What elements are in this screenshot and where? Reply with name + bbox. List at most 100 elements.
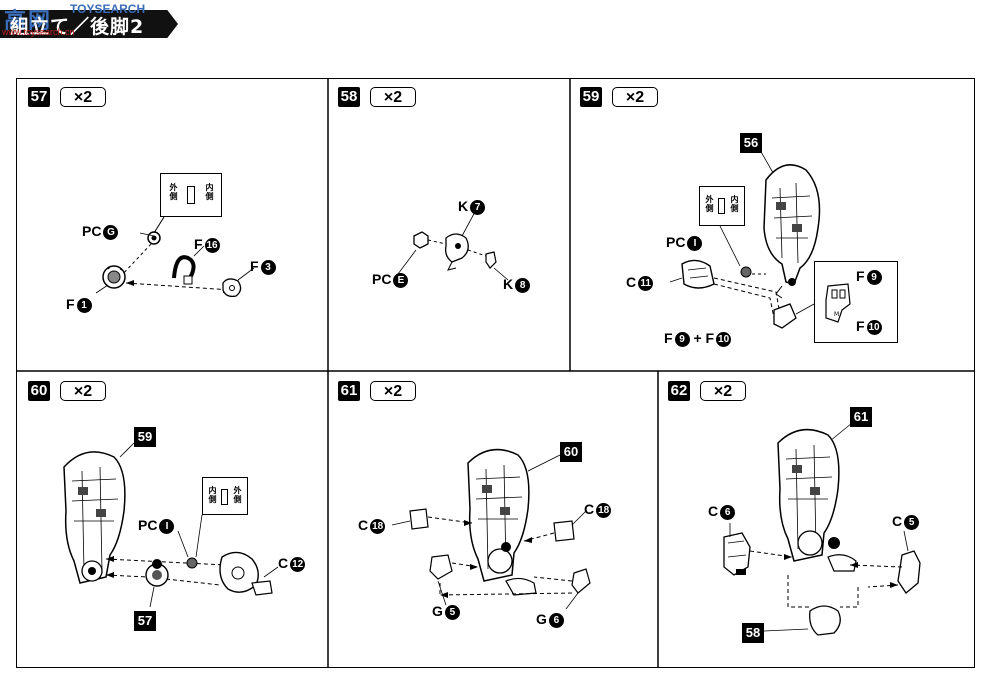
- quantity-badge: ×2: [370, 381, 416, 401]
- assembly-ref-61: 61: [850, 407, 872, 427]
- page-header: 高网 組立て／後脚2 TOYSEARCH www.toysearch.cn: [0, 0, 990, 46]
- part-prefix: C: [584, 501, 595, 517]
- step-60-illustration: [63, 442, 279, 608]
- part-number: 12: [290, 556, 306, 572]
- part-prefix: G: [432, 603, 443, 619]
- part-prefix: C: [358, 517, 369, 533]
- part-number: I: [159, 518, 175, 534]
- step-number: 62: [668, 381, 690, 401]
- step-number: 59: [580, 87, 602, 107]
- quantity-badge: ×2: [612, 87, 658, 107]
- part-prefix: G: [536, 611, 547, 627]
- quantity-badge: ×2: [60, 87, 106, 107]
- watermark-url: www.toysearch.cn: [2, 27, 75, 37]
- watermark-en: TOYSEARCH: [70, 2, 146, 16]
- assembly-ref-59: 59: [134, 427, 156, 447]
- part-number: I: [687, 235, 703, 251]
- header-bar: [0, 10, 178, 38]
- part-prefix: PC: [138, 517, 158, 533]
- step-57-illustration: [95, 216, 255, 298]
- inner-side-label: 内側: [730, 195, 739, 213]
- step-number: 60: [28, 381, 50, 401]
- page-title: 組立て／後脚2: [10, 16, 145, 38]
- part-number: 3: [260, 259, 276, 275]
- part-number: 8: [515, 277, 531, 293]
- part-prefix: C: [708, 503, 719, 519]
- part-number: G: [103, 224, 119, 240]
- part-prefix: F: [705, 330, 715, 346]
- part-prefix: PC: [666, 234, 686, 250]
- assembly-ref-60: 60: [560, 442, 582, 462]
- part-number: 10: [866, 319, 882, 335]
- part-prefix: F: [664, 330, 673, 346]
- outer-side-label: 外側: [233, 486, 242, 504]
- step-number: 61: [338, 381, 360, 401]
- part-number: 5: [904, 514, 920, 530]
- part-prefix: PC: [82, 223, 102, 239]
- step-62-illustration: [723, 422, 921, 636]
- part-number: 9: [674, 331, 690, 347]
- part-prefix: PC: [372, 271, 392, 287]
- part-prefix: K: [503, 276, 514, 292]
- svg-text:M: M: [834, 311, 839, 318]
- step-61-illustration: [391, 448, 591, 610]
- part-number: 1: [76, 297, 92, 313]
- quantity-badge: ×2: [370, 87, 416, 107]
- part-prefix: F: [66, 296, 75, 312]
- assembly-ref-57: 57: [134, 611, 156, 631]
- orientation-callout: 内側 外側: [202, 477, 248, 515]
- part-prefix: F: [194, 236, 203, 252]
- assembly-ref-58: 58: [742, 623, 764, 643]
- instruction-frame: [16, 78, 975, 668]
- step-58-illustration: [397, 209, 509, 281]
- part-number: 11: [638, 275, 654, 291]
- part-prefix: F: [250, 258, 259, 274]
- watermark-cn: 高网: [4, 9, 53, 34]
- step-number: 58: [338, 87, 360, 107]
- part-prefix: F: [856, 318, 865, 334]
- assembly-ref-56: 56: [740, 133, 762, 153]
- part-prefix: F: [856, 268, 865, 284]
- part-number: 6: [548, 612, 564, 628]
- part-prefix: C: [892, 513, 903, 529]
- part-prefix: C: [626, 274, 637, 290]
- quantity-badge: ×2: [700, 381, 746, 401]
- part-number: 6: [720, 504, 736, 520]
- part-number: 9: [866, 269, 882, 285]
- part-number: 7: [470, 199, 486, 215]
- outer-side-label: 外側: [705, 195, 714, 213]
- part-number: E: [393, 272, 409, 288]
- orientation-callout: 外側 内側: [699, 186, 745, 226]
- part-number: 16: [204, 237, 220, 253]
- part-prefix: K: [458, 198, 469, 214]
- step-59-illustration: M: [669, 149, 851, 329]
- part-number: 10: [716, 331, 732, 347]
- part-prefix: C: [278, 555, 289, 571]
- part-number: 18: [370, 518, 386, 534]
